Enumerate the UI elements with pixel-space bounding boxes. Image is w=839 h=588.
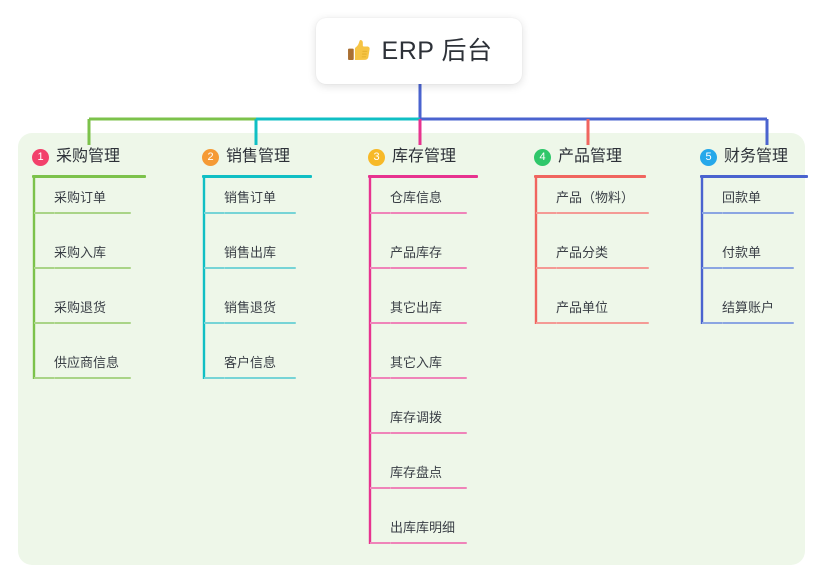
list-item-rule (54, 377, 131, 379)
diagram-background-panel (18, 133, 805, 565)
list-item-rule (390, 322, 467, 324)
column-header-rule-3 (368, 175, 478, 178)
list-item-label: 采购订单 (54, 190, 107, 205)
list-item-rule (390, 212, 467, 214)
list-item-rule (390, 377, 467, 379)
list-item-label: 仓库信息 (390, 190, 443, 205)
list-item[interactable]: 客户信息 (202, 343, 312, 398)
list-item[interactable]: 销售订单 (202, 178, 312, 233)
list-item-rule (224, 377, 296, 379)
list-item[interactable]: 其它出库 (368, 288, 478, 343)
list-item-label: 供应商信息 (54, 355, 120, 370)
list-item[interactable]: 库存盘点 (368, 453, 478, 508)
column-5: 5 财务管理回款单付款单结算账户 (700, 145, 808, 343)
list-item[interactable]: 采购入库 (32, 233, 146, 288)
column-items-2: 销售订单销售出库销售退货客户信息 (202, 178, 312, 398)
column-header-rule-4 (534, 175, 646, 178)
list-item[interactable]: 付款单 (700, 233, 808, 288)
column-items-1: 采购订单采购入库采购退货供应商信息 (32, 178, 146, 398)
list-item-rule (390, 487, 467, 489)
list-item-label: 出库库明细 (390, 520, 456, 535)
list-item-label: 采购退货 (54, 300, 107, 315)
column-badge-5: 5 (700, 148, 717, 166)
list-item[interactable]: 销售退货 (202, 288, 312, 343)
list-item[interactable]: 仓库信息 (368, 178, 478, 233)
list-item-rule (556, 212, 649, 214)
column-badge-1: 1 (32, 148, 49, 166)
list-item[interactable]: 库存调拨 (368, 398, 478, 453)
list-item-label: 销售订单 (224, 190, 277, 205)
list-item-rule (390, 542, 467, 544)
column-title-1: 采购管理 (56, 148, 121, 165)
column-badge-4: 4 (534, 148, 551, 166)
list-item-rule (722, 322, 794, 324)
list-item-rule (224, 322, 296, 324)
list-item-label: 其它入库 (390, 355, 443, 370)
thumbs-up-icon (347, 40, 370, 60)
list-item-rule (556, 322, 649, 324)
list-item-rule (54, 322, 131, 324)
list-item-label: 采购入库 (54, 245, 107, 260)
column-header-rule-1 (32, 175, 146, 178)
list-item-label: 其它出库 (390, 300, 443, 315)
list-item[interactable]: 产品库存 (368, 233, 478, 288)
column-title-4: 产品管理 (558, 148, 623, 165)
list-item-rule (390, 267, 467, 269)
column-items-5: 回款单付款单结算账户 (700, 178, 808, 343)
list-item[interactable]: 结算账户 (700, 288, 808, 343)
column-title-3: 库存管理 (392, 148, 457, 165)
list-item-label: 客户信息 (224, 355, 277, 370)
list-item[interactable]: 产品单位 (534, 288, 649, 343)
list-item[interactable]: 产品（物料） (534, 178, 649, 233)
column-badge-2: 2 (202, 148, 219, 166)
list-item-rule (54, 212, 131, 214)
list-item-rule (54, 267, 131, 269)
list-item-label: 销售退货 (224, 300, 277, 315)
list-item-rule (722, 267, 794, 269)
column-3: 3 库存管理仓库信息产品库存其它出库其它入库库存调拨库存盘点出库库明细 (368, 145, 478, 563)
list-item-rule (556, 267, 649, 269)
list-item-rule (224, 267, 296, 269)
list-item-rule (390, 432, 467, 434)
list-item-label: 产品（物料） (556, 190, 635, 205)
list-item-rule (224, 212, 296, 214)
column-header-1[interactable]: 1 采购管理 (32, 145, 146, 169)
list-item[interactable]: 其它入库 (368, 343, 478, 398)
list-item[interactable]: 销售出库 (202, 233, 312, 288)
list-item[interactable]: 出库库明细 (368, 508, 478, 563)
list-item-label: 产品库存 (390, 245, 443, 260)
list-item-label: 产品分类 (556, 245, 609, 260)
root-node-card[interactable]: ERP 后台 (316, 18, 522, 84)
list-item-label: 销售出库 (224, 245, 277, 260)
list-item[interactable]: 采购退货 (32, 288, 146, 343)
column-1: 1 采购管理采购订单采购入库采购退货供应商信息 (32, 145, 146, 398)
column-4: 4 产品管理产品（物料） 产品分类产品单位 (534, 145, 649, 343)
root-node-title: ERP 后台 (381, 36, 493, 65)
column-header-rule-5 (700, 175, 808, 178)
column-header-4[interactable]: 4 产品管理 (534, 145, 646, 169)
column-header-3[interactable]: 3 库存管理 (368, 145, 478, 169)
list-item-label: 产品单位 (556, 300, 609, 315)
list-item[interactable]: 回款单 (700, 178, 808, 233)
list-item-label: 库存调拨 (390, 410, 443, 425)
column-title-5: 财务管理 (724, 148, 789, 165)
list-item-label: 付款单 (722, 245, 762, 260)
column-title-2: 销售管理 (226, 148, 291, 165)
list-item[interactable]: 供应商信息 (32, 343, 146, 398)
list-item-rule (722, 212, 794, 214)
list-item[interactable]: 产品分类 (534, 233, 649, 288)
list-item-label: 结算账户 (722, 300, 775, 315)
list-item[interactable]: 采购订单 (32, 178, 146, 233)
column-items-3: 仓库信息产品库存其它出库其它入库库存调拨库存盘点出库库明细 (368, 178, 478, 563)
list-item-label: 库存盘点 (390, 465, 443, 480)
column-items-4: 产品（物料） 产品分类产品单位 (534, 178, 649, 343)
column-header-rule-2 (202, 175, 312, 178)
column-badge-3: 3 (368, 148, 385, 166)
list-item-label: 回款单 (722, 190, 762, 205)
column-2: 2 销售管理销售订单销售出库销售退货客户信息 (202, 145, 312, 398)
column-header-2[interactable]: 2 销售管理 (202, 145, 312, 169)
column-header-5[interactable]: 5 财务管理 (700, 145, 808, 169)
